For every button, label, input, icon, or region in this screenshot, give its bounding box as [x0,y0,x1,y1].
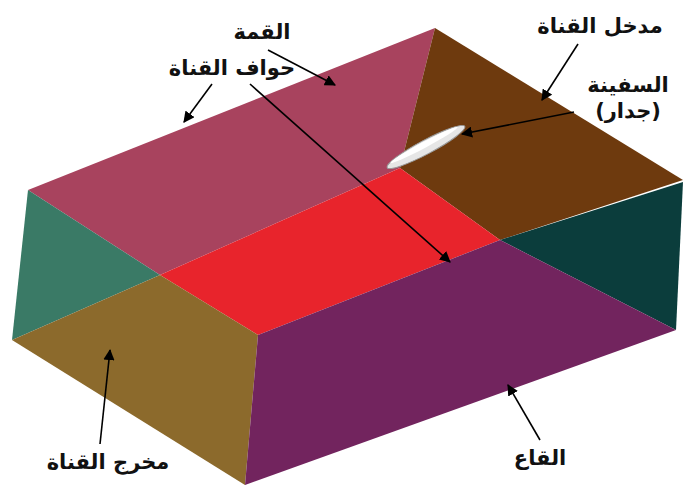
leader-line [184,84,212,122]
face-label: حواف القناة [169,55,295,81]
ship-label: السفينة (جدار) [576,72,680,125]
outlet-face [12,275,258,485]
leader-line [462,112,574,134]
leader-line [100,350,110,444]
face-label: مدخل القناة [537,13,662,39]
face-label: مخرج القناة [47,449,170,475]
leader-line [508,385,540,440]
face-label: القاع [514,445,566,471]
bottom-face [245,240,676,485]
leader-line [542,44,578,100]
ship-body [384,120,468,174]
face-label: القمة [233,19,290,45]
leader-line [250,84,450,262]
